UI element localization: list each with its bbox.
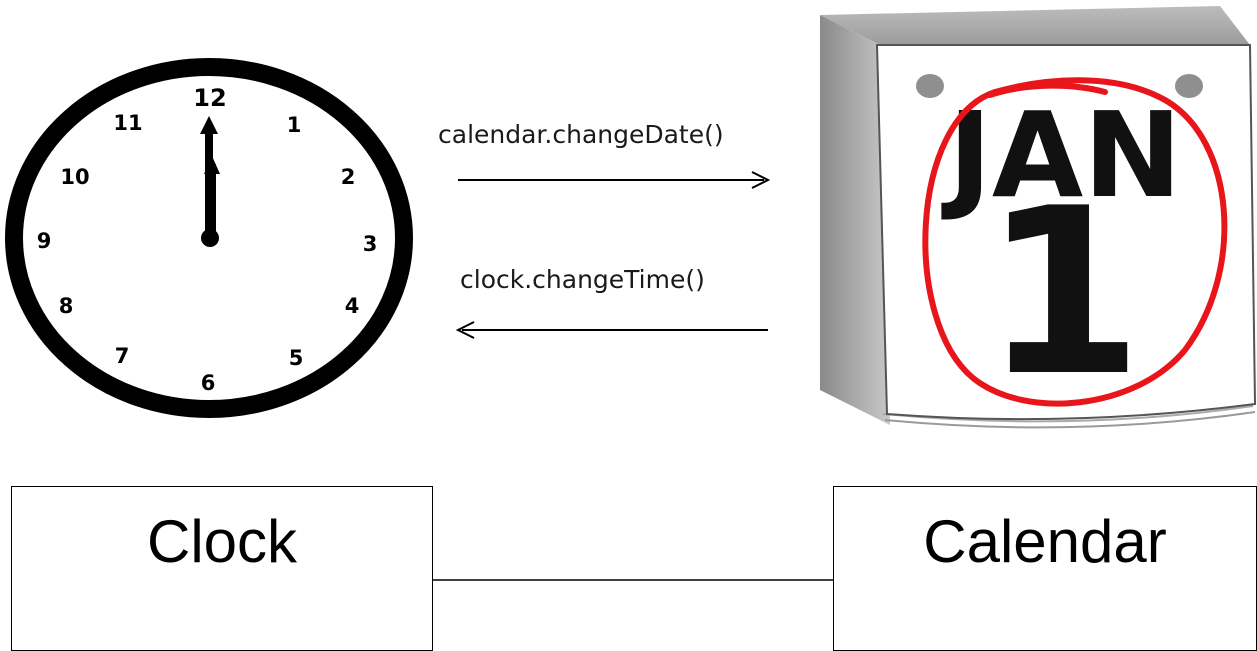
- clock-center-pin: [201, 229, 219, 247]
- calendar-side: [820, 15, 890, 425]
- calendar-month: JAN: [941, 86, 1182, 224]
- calendar-binding: [820, 6, 1250, 45]
- calendar-hole-right: [1175, 74, 1203, 98]
- clock-numeral-9: 9: [37, 229, 52, 253]
- message-change-time-label: clock.changeTime(): [460, 265, 705, 294]
- message-change-date-label: calendar.changeDate(): [438, 120, 724, 149]
- uml-class-clock[interactable]: Clock: [11, 486, 433, 651]
- clock-numeral-4: 4: [345, 294, 360, 318]
- clock-numeral-5: 5: [289, 346, 304, 370]
- arrow-to-calendar: [458, 171, 771, 189]
- uml-class-clock-name: Clock: [146, 508, 298, 575]
- clock-hour-hand-tip: [204, 156, 220, 174]
- clock-illustration: 12 1 2 3 4 5 6 7 8 9 10 11: [5, 58, 413, 418]
- clock-hands: [200, 116, 220, 247]
- clock-numeral-10: 10: [60, 165, 89, 189]
- calendar-day: 1: [983, 160, 1143, 427]
- clock-numeral-2: 2: [341, 165, 356, 189]
- clock-numeral-11: 11: [113, 111, 142, 135]
- clock-numeral-12: 12: [193, 84, 226, 112]
- calendar-page: [875, 44, 1257, 421]
- clock-numeral-3: 3: [363, 232, 378, 256]
- clock-numeral-6: 6: [201, 371, 216, 395]
- calendar-date-circle: [922, 77, 1228, 407]
- clock-numeral-8: 8: [59, 294, 74, 318]
- calendar-illustration: JAN 1: [820, 6, 1257, 429]
- clock-numeral-7: 7: [115, 344, 130, 368]
- uml-class-calendar[interactable]: Calendar: [833, 486, 1257, 651]
- uml-class-calendar-name: Calendar: [923, 508, 1167, 575]
- clock-numeral-1: 1: [287, 113, 302, 137]
- calendar-hole-left: [916, 74, 944, 98]
- clock-minute-hand-tip: [200, 116, 218, 134]
- arrow-to-clock: [455, 321, 768, 339]
